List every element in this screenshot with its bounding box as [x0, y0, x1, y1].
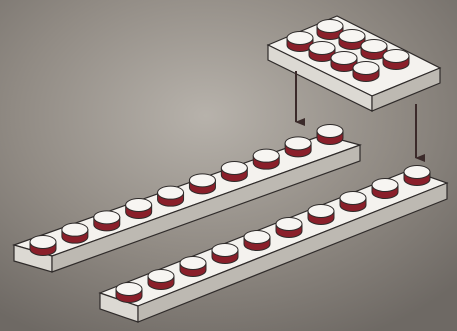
stud-front-9 — [372, 179, 398, 199]
stud-front-6 — [276, 218, 302, 238]
stud-top-1-4 — [353, 62, 379, 82]
stud-back-1 — [30, 236, 56, 256]
stud-front-2 — [148, 270, 174, 290]
stud-front-7 — [308, 205, 334, 225]
stud-front-5 — [244, 231, 270, 251]
stud-front-4 — [212, 244, 238, 264]
stud-front-10 — [404, 166, 430, 186]
stud-back-6 — [189, 174, 215, 194]
stud-back-4 — [126, 199, 152, 219]
stud-front-8 — [340, 192, 366, 212]
stud-front-3 — [180, 257, 206, 277]
stud-back-7 — [221, 162, 247, 182]
stud-back-3 — [94, 211, 120, 231]
stud-back-9 — [285, 137, 311, 157]
stud-back-5 — [158, 186, 184, 206]
stud-front-1 — [116, 283, 142, 303]
stud-back-10 — [317, 125, 343, 145]
stud-back-8 — [253, 149, 279, 169]
stud-top-2-4 — [383, 50, 409, 70]
stud-back-2 — [62, 223, 88, 243]
